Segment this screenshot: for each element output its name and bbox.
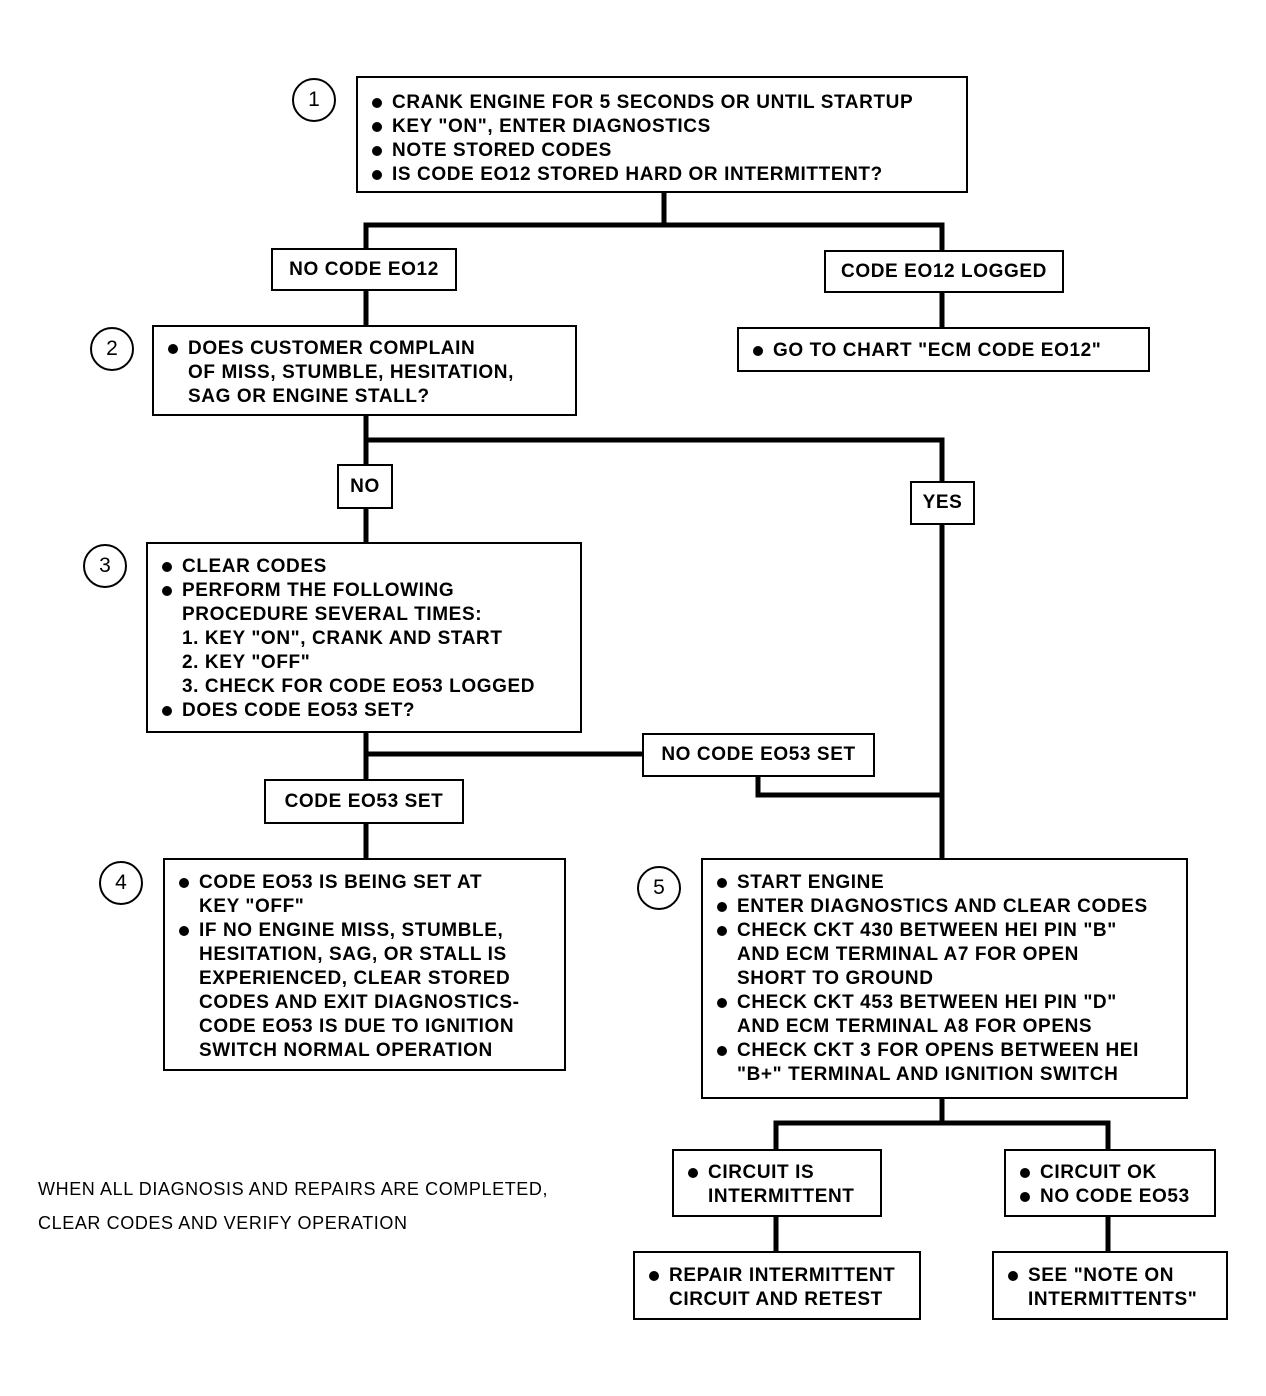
circuit-ok-line: NO CODE EO53	[1018, 1185, 1208, 1209]
step-3-line: PERFORM THE FOLLOWING	[160, 579, 574, 603]
circuit-intermittent-box: CIRCUIT IS INTERMITTENT	[672, 1149, 882, 1217]
step-5-line: START ENGINE	[715, 871, 1180, 895]
no-label: NO	[337, 464, 393, 509]
repair-line: CIRCUIT AND RETEST	[669, 1289, 883, 1310]
yes-label: YES	[910, 481, 975, 525]
step-5-box: START ENGINE ENTER DIAGNOSTICS AND CLEAR…	[701, 858, 1188, 1099]
step-3-line: PROCEDURE SEVERAL TIMES:	[182, 604, 483, 625]
step-4-line: CODE EO53 IS DUE TO IGNITION	[199, 1016, 515, 1037]
step-5-line: SHORT TO GROUND	[737, 968, 934, 989]
see-note-line: INTERMITTENTS"	[1028, 1289, 1198, 1310]
step-4-line: KEY "OFF"	[199, 896, 305, 917]
no-code-eo53-set-label: NO CODE EO53 SET	[642, 733, 875, 777]
step-1-line: KEY "ON", ENTER DIAGNOSTICS	[370, 115, 958, 139]
step-5-line: AND ECM TERMINAL A7 FOR OPEN	[737, 944, 1079, 965]
step-number-3: 3	[83, 544, 127, 588]
step-3-box: CLEAR CODES PERFORM THE FOLLOWING PROCED…	[146, 542, 582, 733]
no-code-eo12-label: NO CODE EO12	[271, 248, 457, 291]
step-1-line: IS CODE EO12 STORED HARD OR INTERMITTENT…	[370, 163, 958, 187]
circuit-intermittent-line: INTERMITTENT	[708, 1186, 855, 1207]
step-number-5: 5	[637, 866, 681, 910]
step-5-line: AND ECM TERMINAL A8 FOR OPENS	[737, 1016, 1093, 1037]
step-4-line: CODE EO53 IS BEING SET AT	[177, 871, 558, 895]
step-1-box: CRANK ENGINE FOR 5 SECONDS OR UNTIL STAR…	[356, 76, 968, 193]
footer-note: WHEN ALL DIAGNOSIS AND REPAIRS ARE COMPL…	[38, 1172, 548, 1240]
step-number-2: 2	[90, 327, 134, 371]
step-5-line: ENTER DIAGNOSTICS AND CLEAR CODES	[715, 895, 1180, 919]
step-number-1: 1	[292, 78, 336, 122]
step-2-line: OF MISS, STUMBLE, HESITATION,	[188, 362, 514, 383]
step-5-line: CHECK CKT 430 BETWEEN HEI PIN "B"	[715, 919, 1180, 943]
repair-line: REPAIR INTERMITTENT	[647, 1264, 913, 1288]
step-3-line: 3. CHECK FOR CODE EO53 LOGGED	[182, 676, 536, 697]
go-to-chart-text: GO TO CHART "ECM CODE EO12"	[751, 339, 1140, 363]
step-4-line: HESITATION, SAG, OR STALL IS	[199, 944, 507, 965]
circuit-ok-line: CIRCUIT OK	[1018, 1161, 1208, 1185]
step-5-line: CHECK CKT 453 BETWEEN HEI PIN "D"	[715, 991, 1180, 1015]
step-4-line: EXPERIENCED, CLEAR STORED	[199, 968, 511, 989]
see-note-box: SEE "NOTE ON INTERMITTENTS"	[992, 1251, 1228, 1320]
code-eo53-set-label: CODE EO53 SET	[264, 779, 464, 824]
step-number-4: 4	[99, 861, 143, 905]
step-2-box: DOES CUSTOMER COMPLAIN OF MISS, STUMBLE,…	[152, 325, 577, 416]
footer-note-line: CLEAR CODES AND VERIFY OPERATION	[38, 1213, 408, 1233]
step-4-box: CODE EO53 IS BEING SET AT KEY "OFF" IF N…	[163, 858, 566, 1071]
step-1-line: NOTE STORED CODES	[370, 139, 958, 163]
circuit-intermittent-line: CIRCUIT IS	[686, 1161, 874, 1185]
step-4-line: CODES AND EXIT DIAGNOSTICS-	[199, 992, 520, 1013]
step-4-line: SWITCH NORMAL OPERATION	[199, 1040, 493, 1061]
step-3-line: 1. KEY "ON", CRANK AND START	[182, 628, 503, 649]
step-3-line: 2. KEY "OFF"	[182, 652, 311, 673]
step-1-line: CRANK ENGINE FOR 5 SECONDS OR UNTIL STAR…	[370, 91, 958, 115]
go-to-chart-box: GO TO CHART "ECM CODE EO12"	[737, 327, 1150, 372]
footer-note-line: WHEN ALL DIAGNOSIS AND REPAIRS ARE COMPL…	[38, 1179, 549, 1199]
step-2-line: SAG OR ENGINE STALL?	[188, 386, 430, 407]
repair-intermittent-box: REPAIR INTERMITTENT CIRCUIT AND RETEST	[633, 1251, 921, 1320]
step-5-line: CHECK CKT 3 FOR OPENS BETWEEN HEI	[715, 1039, 1180, 1063]
step-3-line: DOES CODE EO53 SET?	[160, 699, 574, 723]
step-4-line: IF NO ENGINE MISS, STUMBLE,	[177, 919, 558, 943]
see-note-line: SEE "NOTE ON	[1006, 1264, 1220, 1288]
code-eo12-logged-label: CODE EO12 LOGGED	[824, 250, 1064, 293]
step-5-line: "B+" TERMINAL AND IGNITION SWITCH	[737, 1064, 1119, 1085]
circuit-ok-box: CIRCUIT OK NO CODE EO53	[1004, 1149, 1216, 1217]
step-2-line: DOES CUSTOMER COMPLAIN	[166, 337, 567, 361]
step-3-line: CLEAR CODES	[160, 555, 574, 579]
